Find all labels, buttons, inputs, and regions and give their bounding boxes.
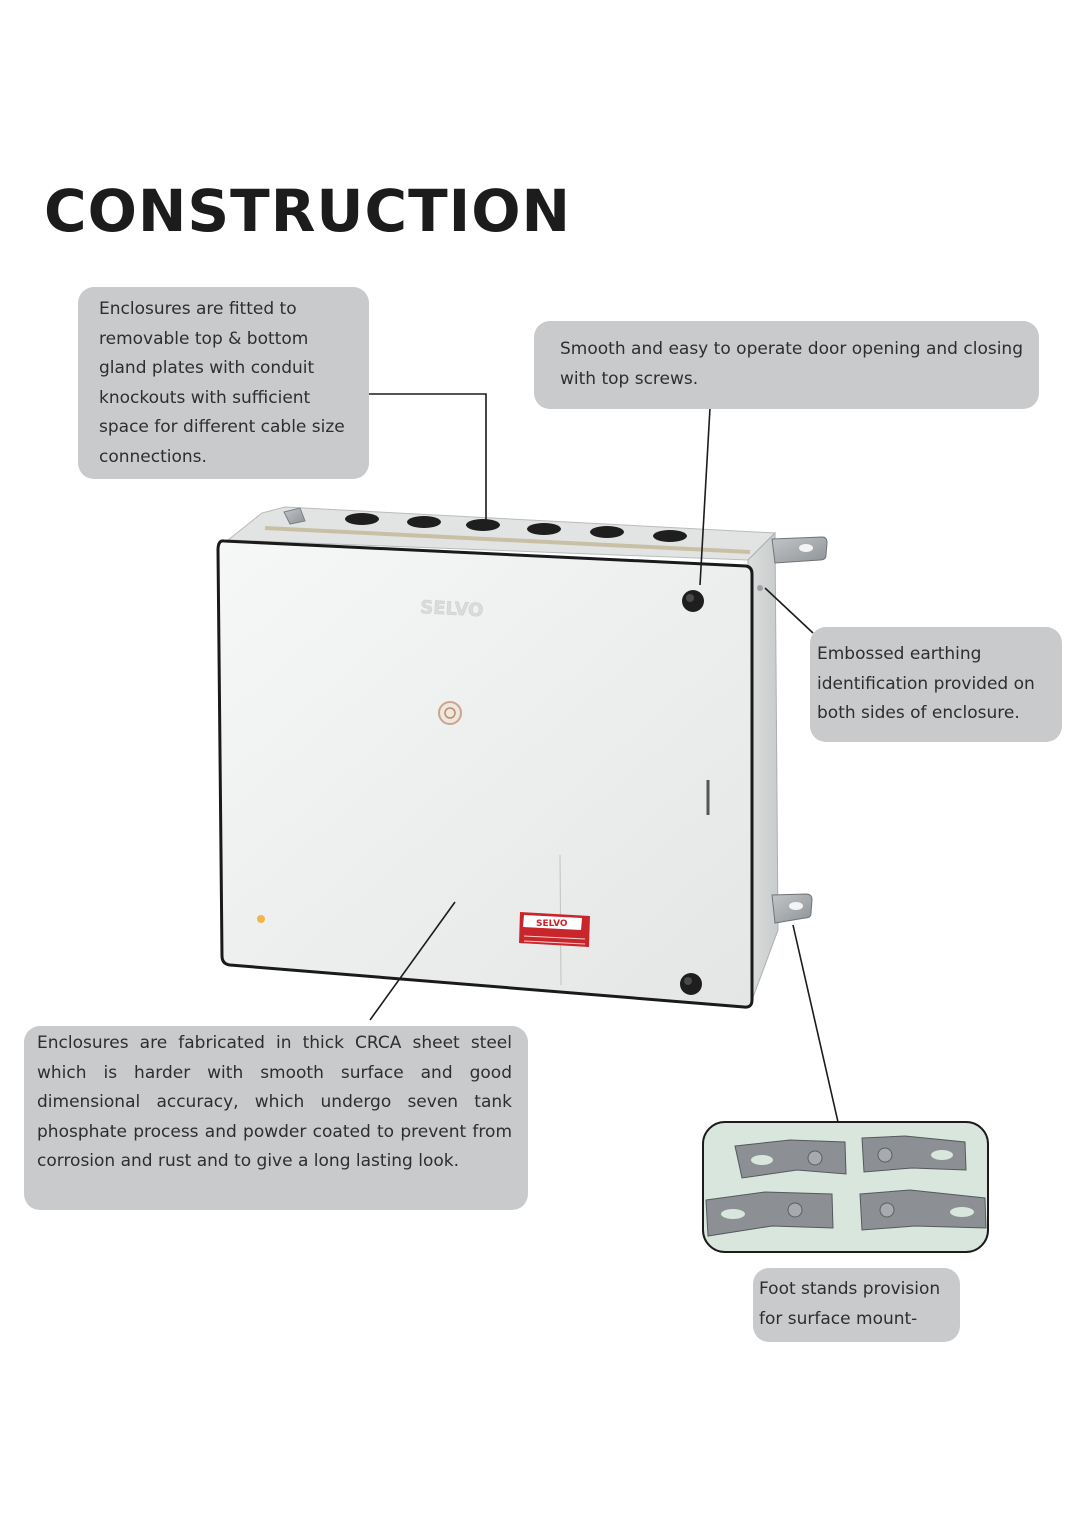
embossed-logo: SELVO	[420, 597, 484, 621]
callout-gland-plates: Enclosures are fitted to removable top &…	[78, 287, 369, 479]
upper-wall-bracket	[771, 536, 828, 564]
callout-foot-stands: Foot stands provision for surface mount-	[753, 1268, 960, 1342]
foot-stand-bracket-4	[859, 1189, 987, 1231]
callout-door: Smooth and easy to operate door opening …	[534, 321, 1039, 409]
page-title: CONSTRUCTION	[44, 177, 572, 245]
callout-earthing: Embossed earthing identification provide…	[810, 627, 1062, 742]
enclosure-door	[216, 539, 754, 1009]
foot-stand-bracket-1	[734, 1139, 847, 1179]
lower-wall-bracket	[771, 893, 813, 924]
conduit-knockouts	[345, 513, 687, 542]
svg-text:SELVO: SELVO	[536, 919, 568, 929]
leader-lines	[369, 393, 839, 1123]
foot-stand-bracket-2	[861, 1135, 967, 1173]
foot-stand-bracket-3	[705, 1191, 834, 1237]
indicator-dot	[257, 915, 265, 923]
bottom-screw-icon	[680, 973, 702, 995]
top-screw-icon	[682, 590, 704, 612]
callout-sheet-steel: Enclosures are fabricated in thick CRCA …	[24, 1026, 528, 1210]
foot-stands-inset-image	[702, 1121, 989, 1253]
product-label: SELVO	[519, 912, 590, 947]
earthing-symbol-icon	[438, 701, 462, 725]
